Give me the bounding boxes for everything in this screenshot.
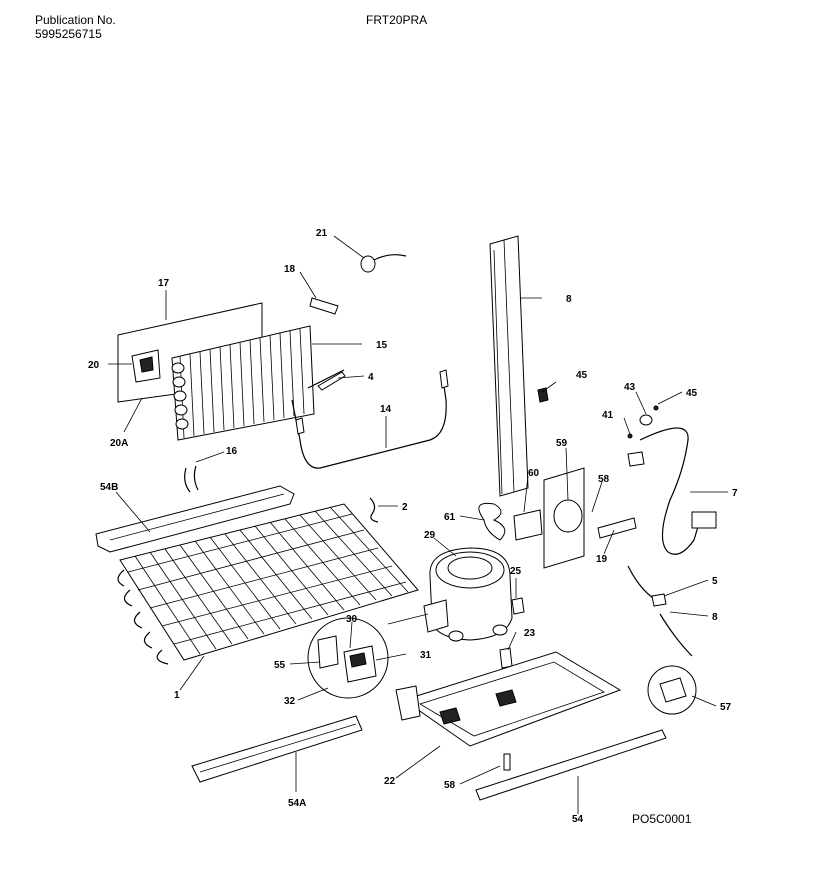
callout-19: 19 [596, 554, 608, 565]
callout-58-upper: 58 [598, 474, 610, 485]
compressor-pan [395, 651, 622, 747]
callout-4: 4 [368, 372, 374, 383]
grommet [511, 597, 525, 615]
publication-label: Publication No. [35, 13, 116, 27]
callout-54a: 54A [288, 798, 306, 809]
brace-upper [95, 485, 295, 553]
callout-20: 20 [88, 360, 100, 371]
clip-small [369, 497, 379, 523]
diagram-code: PO5C0001 [632, 812, 692, 826]
screw [503, 753, 511, 771]
screw-45 [537, 387, 549, 403]
callout-54: 54 [572, 814, 584, 825]
fan-bracket [543, 467, 585, 569]
callout-30: 30 [346, 614, 358, 625]
callout-labels: 21 18 17 15 20 4 20A 14 16 54B 2 1 29 25… [88, 228, 738, 825]
clip [309, 297, 339, 315]
relay-detail [307, 613, 429, 699]
power-cord [627, 405, 717, 555]
callout-59: 59 [556, 438, 568, 449]
rail-left [191, 715, 363, 783]
rail-front [475, 729, 667, 801]
callout-5: 5 [712, 576, 718, 587]
callout-32: 32 [284, 696, 296, 707]
fan-motor [513, 509, 543, 541]
callout-8-lower: 8 [712, 612, 718, 623]
callout-58-lower: 58 [444, 780, 456, 791]
callout-43: 43 [624, 382, 636, 393]
callout-21: 21 [316, 228, 328, 239]
drain-detail [647, 665, 697, 715]
condenser-coil [117, 302, 315, 441]
publication-number: 5995256715 [35, 27, 102, 41]
callout-41: 41 [602, 410, 614, 421]
callout-25: 25 [510, 566, 522, 577]
leader-lines [108, 235, 728, 814]
callout-45-left: 45 [576, 370, 588, 381]
drier [307, 369, 346, 391]
callout-18: 18 [284, 264, 296, 275]
fan-blade [478, 502, 506, 541]
callout-29: 29 [424, 530, 436, 541]
callout-54b: 54B [100, 482, 118, 493]
tube [597, 517, 637, 539]
callout-31: 31 [420, 650, 432, 661]
callout-55: 55 [274, 660, 286, 671]
model-number: FRT20PRA [366, 13, 428, 27]
callout-20a: 20A [110, 438, 128, 449]
callout-2: 2 [402, 502, 408, 513]
callout-45-right: 45 [686, 388, 698, 399]
callout-22: 22 [384, 776, 396, 787]
mounting-bolt [499, 647, 513, 669]
wire-harness [627, 565, 693, 657]
callout-14: 14 [380, 404, 392, 415]
callout-1: 1 [174, 690, 180, 701]
callout-16: 16 [226, 446, 238, 457]
thermal-fuse [360, 254, 407, 273]
callout-8-upper: 8 [566, 294, 572, 305]
callout-60: 60 [528, 468, 540, 479]
compressor [423, 547, 513, 642]
vertical-channel [489, 235, 529, 497]
capillary-tube [291, 369, 449, 469]
callout-23: 23 [524, 628, 536, 639]
condenser-base [117, 503, 419, 665]
callout-57: 57 [720, 702, 732, 713]
callout-7: 7 [732, 488, 738, 499]
callout-61: 61 [444, 512, 456, 523]
band [184, 465, 199, 493]
callout-17: 17 [158, 278, 170, 289]
callout-15: 15 [376, 340, 388, 351]
